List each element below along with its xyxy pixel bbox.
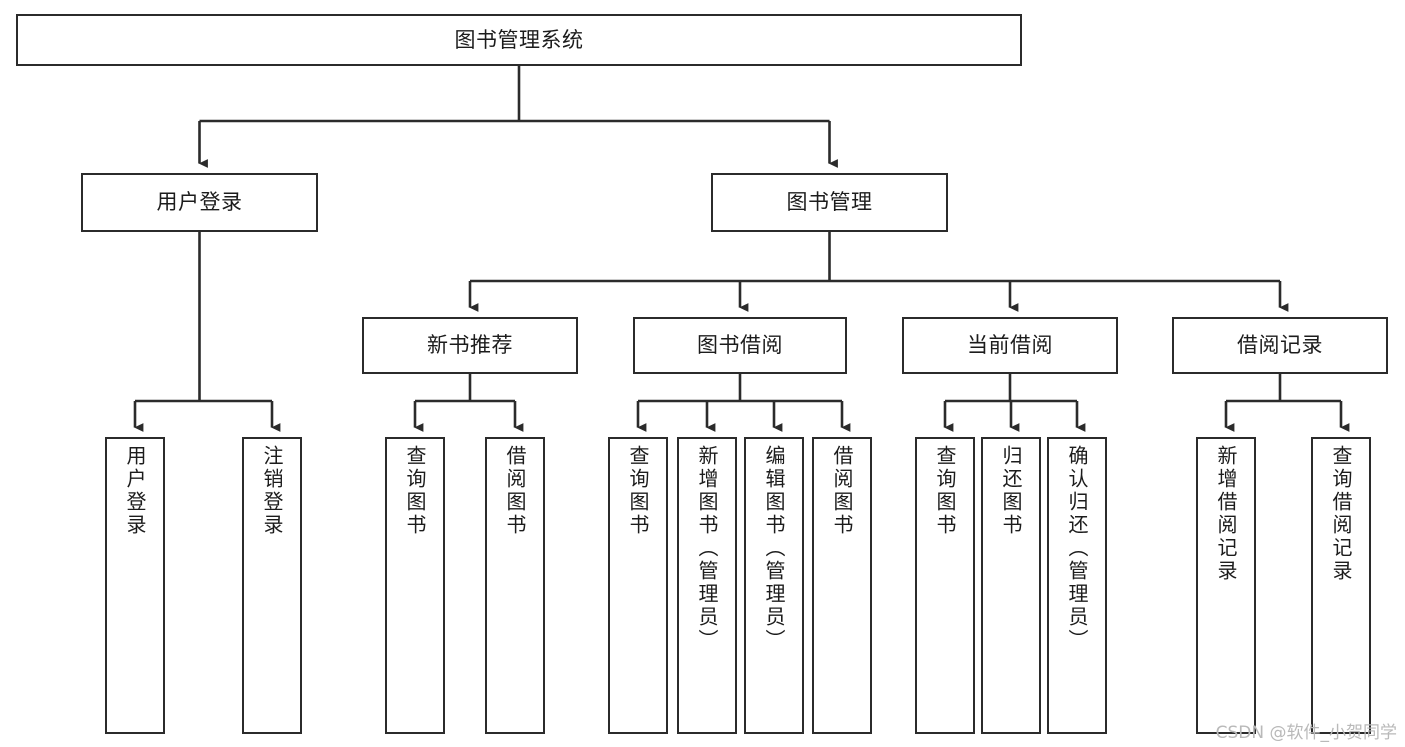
node-leaf-query-book-2[interactable]: 查询图书 <box>608 437 668 734</box>
node-label: 查询图书 <box>626 445 650 537</box>
node-leaf-query-book-3[interactable]: 查询图书 <box>915 437 975 734</box>
node-label: 归还图书 <box>999 445 1023 537</box>
node-leaf-edit-book[interactable]: 编辑图书（管理员） <box>744 437 804 734</box>
node-leaf-user-login[interactable]: 用户登录 <box>105 437 165 734</box>
node-label: 查询图书 <box>933 445 957 537</box>
node-label: 注销登录 <box>260 445 284 537</box>
node-label: 用户登录 <box>156 190 243 215</box>
node-leaf-query-book-1[interactable]: 查询图书 <box>385 437 445 734</box>
node-label: 编辑图书（管理员） <box>762 445 786 652</box>
node-label: 图书管理 <box>786 190 873 215</box>
node-label: 新增图书（管理员） <box>695 445 719 652</box>
node-label: 新增借阅记录 <box>1214 445 1238 583</box>
node-user-login[interactable]: 用户登录 <box>81 173 318 232</box>
node-leaf-query-record[interactable]: 查询借阅记录 <box>1311 437 1371 734</box>
node-label: 借阅图书 <box>503 445 527 537</box>
node-label: 查询借阅记录 <box>1329 445 1353 583</box>
node-label: 借阅图书 <box>830 445 854 537</box>
node-new-book-rec[interactable]: 新书推荐 <box>362 317 578 374</box>
node-leaf-logout[interactable]: 注销登录 <box>242 437 302 734</box>
node-label: 新书推荐 <box>427 333 513 358</box>
node-leaf-return-book[interactable]: 归还图书 <box>981 437 1041 734</box>
node-leaf-confirm-return[interactable]: 确认归还（管理员） <box>1047 437 1107 734</box>
node-borrow-record[interactable]: 借阅记录 <box>1172 317 1388 374</box>
node-leaf-add-record[interactable]: 新增借阅记录 <box>1196 437 1256 734</box>
node-leaf-borrow-book-2[interactable]: 借阅图书 <box>812 437 872 734</box>
node-book-manage[interactable]: 图书管理 <box>711 173 948 232</box>
node-book-borrow[interactable]: 图书借阅 <box>633 317 847 374</box>
node-leaf-borrow-book-1[interactable]: 借阅图书 <box>485 437 545 734</box>
node-label: 用户登录 <box>123 445 147 537</box>
node-label: 借阅记录 <box>1237 333 1323 358</box>
node-label: 图书借阅 <box>697 333 783 358</box>
node-root[interactable]: 图书管理系统 <box>16 14 1022 66</box>
node-current-borrow[interactable]: 当前借阅 <box>902 317 1118 374</box>
node-label: 查询图书 <box>403 445 427 537</box>
node-label: 当前借阅 <box>967 333 1053 358</box>
node-label: 确认归还（管理员） <box>1065 445 1089 652</box>
node-label: 图书管理系统 <box>454 27 584 52</box>
node-leaf-add-book[interactable]: 新增图书（管理员） <box>677 437 737 734</box>
